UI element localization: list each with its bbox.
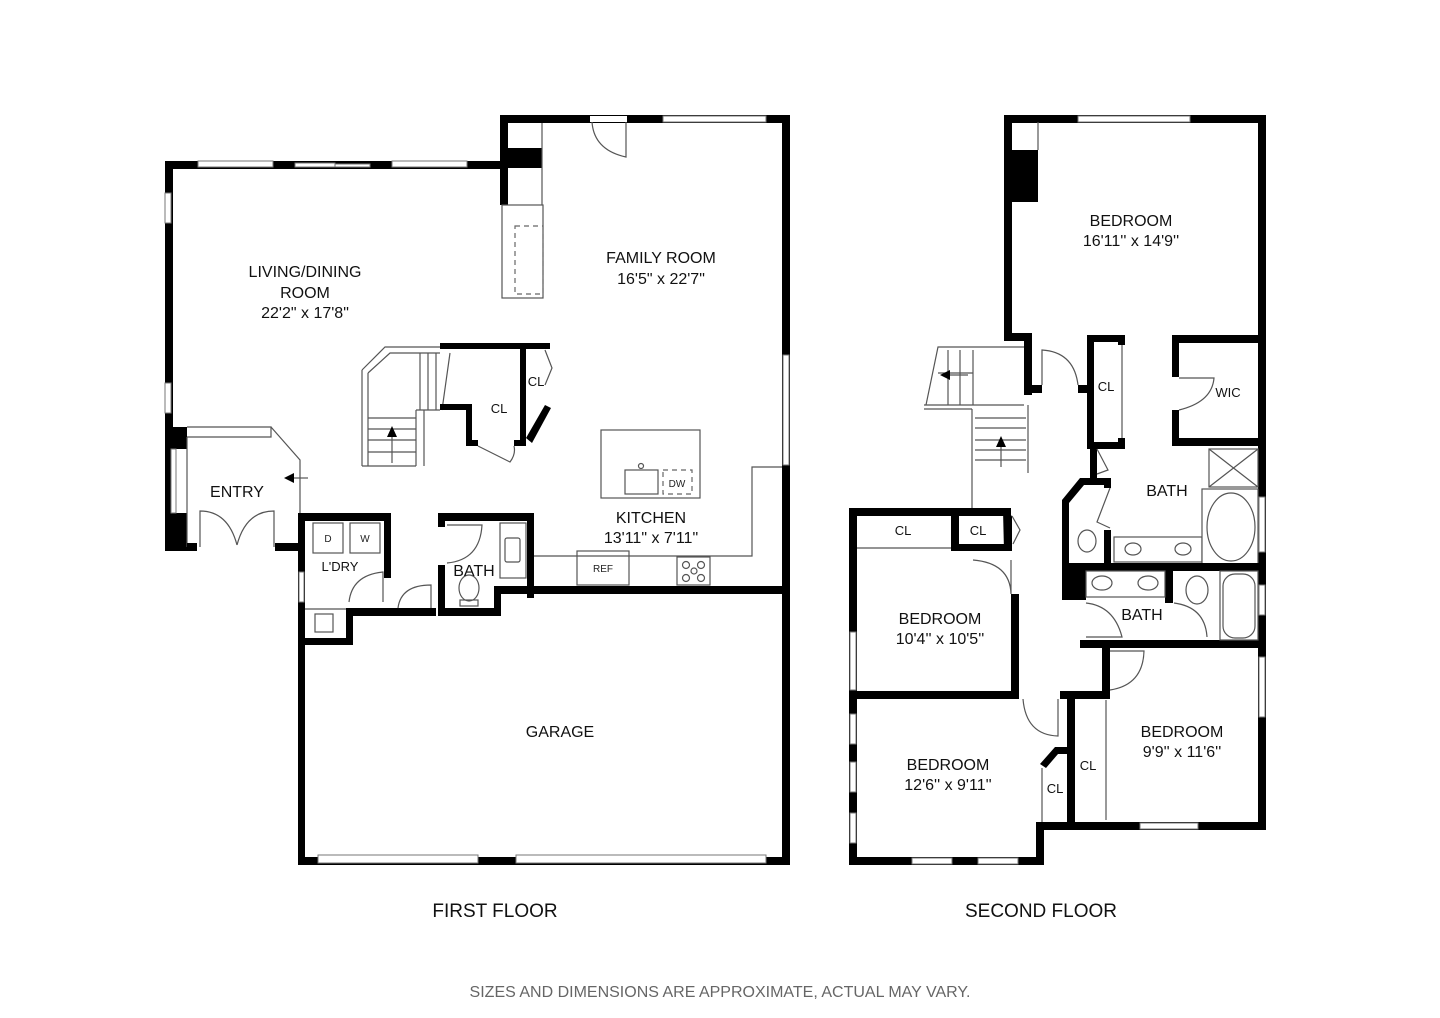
room-dimensions-bedroom-2: 10'4'' x 10'5'' xyxy=(896,631,985,648)
room-label-garage: GARAGE xyxy=(526,724,594,741)
room-label-hall-bath: BATH xyxy=(1121,607,1162,624)
double-vanity xyxy=(1085,570,1166,598)
kitchen-island xyxy=(600,429,701,499)
fireplace xyxy=(508,148,542,168)
door-swing xyxy=(397,584,432,609)
bathtub xyxy=(1201,488,1259,566)
svg-text:D: D xyxy=(324,534,331,545)
door-swing xyxy=(1085,602,1123,638)
floor-title-second: SECOND FLOOR xyxy=(965,901,1117,922)
room-label-primary-bedroom: BEDROOM xyxy=(1090,213,1173,230)
closet-label: CL xyxy=(970,523,987,538)
hearth xyxy=(501,204,544,299)
closet-label: CL xyxy=(528,374,545,389)
sliding-door xyxy=(294,162,336,168)
door-swing xyxy=(199,510,238,547)
room-dimensions-living: 22'2" x 17'8" xyxy=(261,305,349,322)
room-label-laundry: L'DRY xyxy=(322,559,359,574)
refrigerator xyxy=(576,550,630,586)
door-swing xyxy=(446,524,483,564)
room-label-bath: BATH xyxy=(453,563,494,580)
double-vanity xyxy=(1113,536,1203,563)
closet-label: CL xyxy=(491,401,508,416)
closet-label: CL xyxy=(1098,379,1115,394)
island-sink xyxy=(624,469,659,495)
door-swing xyxy=(972,559,1012,595)
sliding-door xyxy=(334,163,371,168)
fireplace xyxy=(1008,150,1038,202)
door-swing xyxy=(1173,602,1208,638)
door-swing xyxy=(1041,349,1079,386)
counter xyxy=(534,466,782,557)
room-label-family: FAMILY ROOM xyxy=(606,250,716,267)
window xyxy=(782,354,790,466)
window xyxy=(197,160,274,168)
wall xyxy=(500,115,508,205)
svg-text:REF: REF xyxy=(593,564,613,575)
svg-text:DW: DW xyxy=(669,479,686,490)
garage-door xyxy=(317,854,479,864)
cooktop xyxy=(676,556,711,586)
toilet xyxy=(458,574,480,602)
wall xyxy=(500,115,790,123)
door-swing xyxy=(348,571,384,603)
floor-title-first: FIRST FLOOR xyxy=(432,901,557,922)
room-label-bedroom-3: BEDROOM xyxy=(907,757,990,774)
closet-label: CL xyxy=(1080,758,1097,773)
hearth-outline xyxy=(514,225,544,295)
door-swing xyxy=(236,510,275,547)
room-dimensions-family: 16'5" x 22'7" xyxy=(617,271,705,288)
room-dimensions-bedroom-3: 12'6'' x 9'11'' xyxy=(904,777,991,794)
disclaimer: SIZES AND DIMENSIONS ARE APPROXIMATE, AC… xyxy=(470,984,971,1001)
toilet xyxy=(1077,529,1097,553)
garage-door xyxy=(515,854,767,864)
svg-text:ROOM: ROOM xyxy=(280,285,330,302)
door-swing xyxy=(1109,650,1145,691)
closet-label: CL xyxy=(895,523,912,538)
room-dimensions-primary-bedroom: 16'11'' x 14'9'' xyxy=(1083,233,1179,250)
window xyxy=(391,160,468,168)
closet-label: CL xyxy=(1047,781,1064,796)
svg-text:W: W xyxy=(360,534,370,545)
stair-arrow-head xyxy=(387,426,397,437)
door-swing xyxy=(1022,698,1059,737)
door-swing xyxy=(477,445,516,463)
vanity xyxy=(499,522,527,579)
room-label-living: LIVING/DINING xyxy=(249,264,362,281)
door-swing xyxy=(591,121,627,158)
window xyxy=(164,192,172,224)
bathtub xyxy=(1219,570,1259,641)
room-label-primary-bath: BATH xyxy=(1146,483,1187,500)
dishwasher xyxy=(662,469,693,495)
washer xyxy=(349,522,381,554)
window xyxy=(662,115,767,123)
toilet xyxy=(1185,575,1209,605)
room-label-bedroom-2: BEDROOM xyxy=(899,611,982,628)
room-dimensions-bedroom-4: 9'9'' x 11'6'' xyxy=(1143,744,1222,761)
wall xyxy=(782,115,790,865)
sink xyxy=(504,537,521,563)
utility-sink xyxy=(314,613,334,633)
room-label-bedroom-4: BEDROOM xyxy=(1141,724,1224,741)
first-floor-plan: CL CL ENTRY D W L'DRY xyxy=(164,115,790,922)
dryer xyxy=(312,522,344,554)
room-dimensions-kitchen: 13'11" x 7'11" xyxy=(604,530,698,547)
room-label-entry: ENTRY xyxy=(210,484,264,501)
room-label-wic: WIC xyxy=(1215,385,1240,400)
second-floor-plan: BEDROOM 16'11'' x 14'9'' CL xyxy=(849,115,1266,922)
door-swing xyxy=(1178,377,1215,411)
room-label-kitchen: KITCHEN xyxy=(616,510,686,527)
wall xyxy=(165,161,173,551)
window xyxy=(164,382,172,414)
window xyxy=(1077,115,1191,123)
door-swing xyxy=(1096,487,1111,529)
